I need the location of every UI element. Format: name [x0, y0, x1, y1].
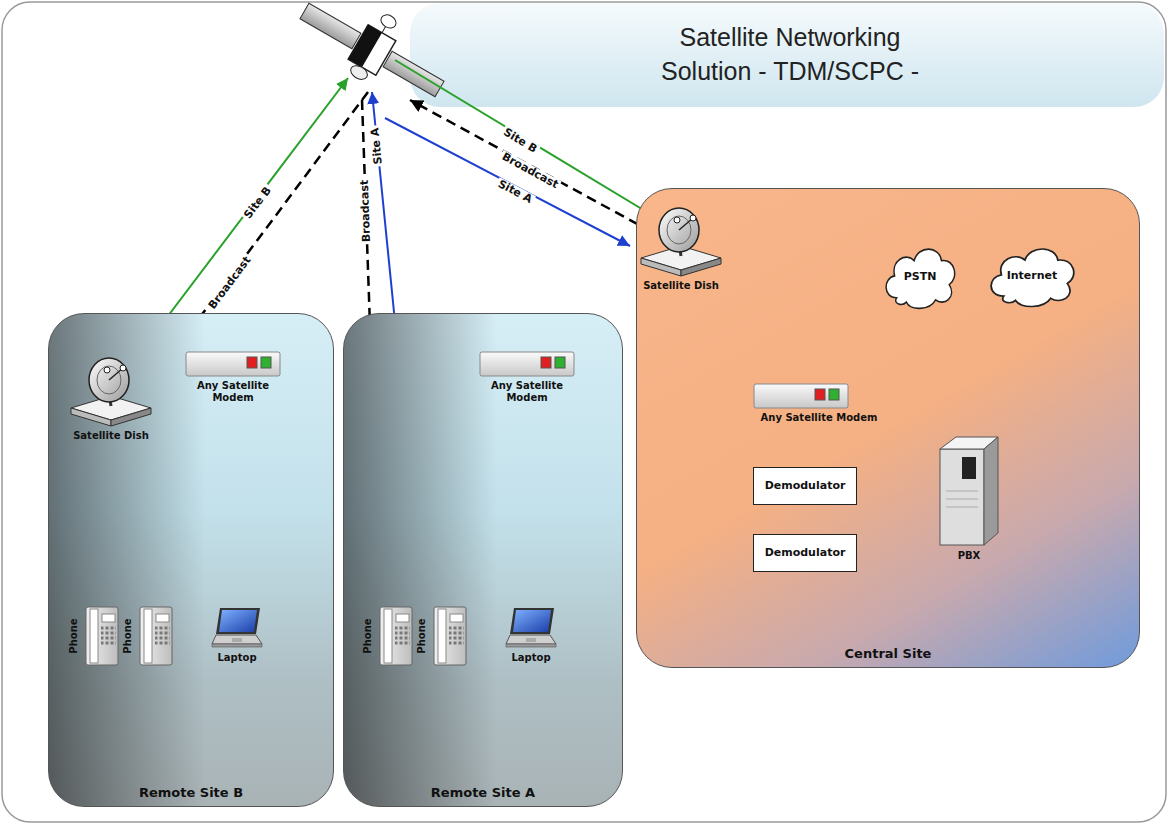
- node-label: Any Satellite Modem: [749, 412, 889, 424]
- laptop: Laptop: [201, 606, 273, 668]
- modem-icon: [185, 351, 281, 377]
- site-panel: Remote Site A Any Satellite ModemPhone Pho…: [343, 313, 623, 807]
- site-title: Remote Site B: [139, 785, 243, 801]
- phone: Phone: [361, 604, 419, 670]
- phone-icon: [433, 606, 467, 666]
- node-label: Phone: [415, 604, 429, 668]
- site-title: Remote Site A: [431, 785, 535, 801]
- broadcast-line: [410, 100, 652, 232]
- laptop: Laptop: [495, 606, 567, 668]
- node-label: Any Satellite Modem: [181, 380, 285, 404]
- node-label: Satellite Dish: [63, 430, 159, 442]
- phone: Phone: [67, 604, 125, 670]
- node-label: Demodulator: [765, 480, 846, 492]
- diagram-title: Satellite Networking Solution - TDM/SCPC…: [661, 20, 919, 88]
- node-label: Demodulator: [765, 547, 846, 559]
- node-label: Internet: [1007, 270, 1058, 282]
- modem-icon: [753, 383, 849, 409]
- satellite-modem: Any Satellite Modem: [475, 351, 579, 407]
- site-panel: Remote Site B Satellite Dish Any Satellite…: [48, 313, 334, 807]
- downlink-line: [385, 118, 630, 246]
- downlink-line: [395, 60, 670, 226]
- satellite-modem: Any Satellite Modem: [749, 383, 889, 429]
- satellite-dish: Satellite Dish: [63, 356, 159, 448]
- node-label: Any Satellite Modem: [475, 380, 579, 404]
- dish-icon: [639, 206, 723, 278]
- modem-icon: [479, 351, 575, 377]
- network-cloud: PSTN: [881, 241, 959, 313]
- demodulator-box: Demodulator: [753, 467, 857, 505]
- link-label: Broadcast: [359, 178, 373, 245]
- dish-icon: [69, 356, 153, 428]
- node-label: Phone: [67, 604, 81, 668]
- phone-icon: [85, 606, 119, 666]
- node-label: Laptop: [495, 652, 567, 664]
- network-cloud: Internet: [985, 241, 1079, 311]
- pbx-server: PBX: [927, 435, 1011, 567]
- phone-icon: [139, 606, 173, 666]
- phone-icon: [379, 606, 413, 666]
- node-label: Phone: [361, 604, 375, 668]
- demodulator-box: Demodulator: [753, 534, 857, 572]
- server-icon: [936, 435, 1002, 547]
- node-label: PBX: [927, 550, 1011, 562]
- site-title: Central Site: [845, 646, 932, 662]
- node-label: Laptop: [201, 652, 273, 664]
- laptop-icon: [504, 606, 558, 650]
- node-label: Phone: [121, 604, 135, 668]
- node-label: PSTN: [904, 271, 937, 283]
- laptop-icon: [210, 606, 264, 650]
- phone: Phone: [121, 604, 179, 670]
- node-label: Satellite Dish: [629, 280, 733, 292]
- site-panel: Central SiteSatellite DishPSTNInternetAn…: [636, 188, 1140, 668]
- phone: Phone: [415, 604, 473, 670]
- satellite-modem: Any Satellite Modem: [181, 351, 285, 407]
- satellite-dish: Satellite Dish: [629, 206, 733, 294]
